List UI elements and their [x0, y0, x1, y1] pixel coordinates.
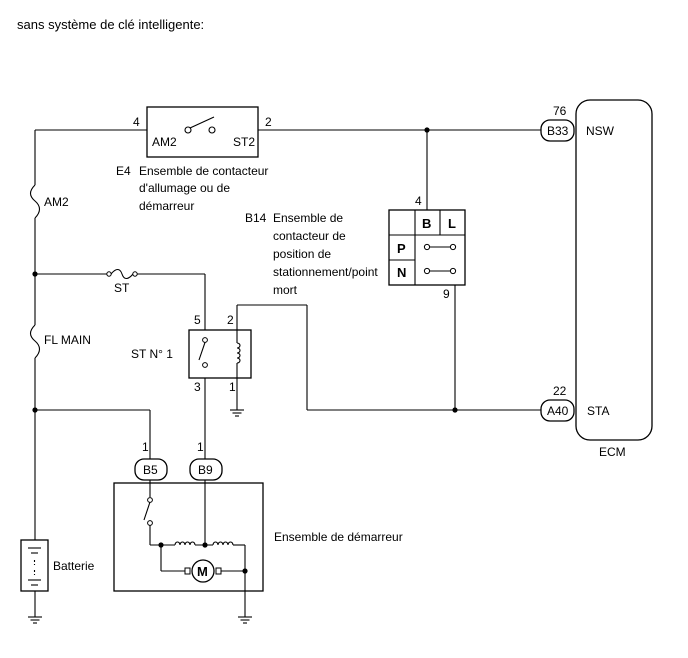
battery-label: Batterie: [53, 559, 95, 573]
park-neutral-switch: [388, 209, 466, 286]
motor-icon: [184, 559, 222, 583]
ground-icon: [28, 591, 42, 624]
ignition-terminal-st2: ST2: [233, 135, 255, 149]
relay-pin-3: 3: [194, 380, 201, 394]
pn-name-line: mort: [273, 283, 298, 297]
starter-pin-left: 1: [142, 440, 149, 454]
pn-code: B14: [245, 211, 267, 225]
b5-feed-wire: [35, 409, 151, 459]
junction-dot: [202, 542, 208, 548]
st-fuse-branch: [35, 273, 206, 330]
battery-icon: [20, 539, 49, 592]
junction-dot: [158, 542, 164, 548]
connector-b9: [189, 458, 223, 481]
st-fuse-icon: [106, 268, 138, 280]
ecm-pin-76: 76: [553, 104, 567, 118]
connector-b9-label: B9: [198, 463, 213, 477]
ignition-terminal-am2: AM2: [152, 135, 177, 149]
pn-pin-top: 4: [415, 194, 422, 208]
ignition-code: E4: [116, 164, 131, 178]
pn-name-line: stationnement/point: [273, 265, 378, 279]
ignition-name-line: d'allumage ou de: [139, 181, 230, 195]
junction-dot: [452, 407, 458, 413]
junction-dot: [242, 568, 248, 574]
ignition-name-line: Ensemble de contacteur: [139, 164, 268, 178]
st-fuse-label: ST: [114, 281, 130, 295]
pn-name-line: position de: [273, 247, 331, 261]
ecm-label: ECM: [599, 445, 626, 459]
relay-pin-5: 5: [194, 313, 201, 327]
starter-pin-right: 1: [197, 440, 204, 454]
st-relay: [188, 329, 252, 379]
ecm-terminal-nsw: NSW: [586, 124, 615, 138]
pn-to-sta-wire: [236, 285, 541, 411]
connector-a40-label: A40: [547, 404, 569, 418]
connector-b5: [134, 458, 168, 481]
ground-icon: [238, 591, 252, 624]
relay-pin-2: 2: [227, 313, 234, 327]
fl-main-fuse-label: FL MAIN: [44, 333, 91, 347]
am2-fuse-icon: [29, 184, 41, 219]
relay-pin-1: 1: [229, 380, 236, 394]
starter-label: Ensemble de démarreur: [274, 530, 403, 544]
ignition-switch: [146, 106, 259, 158]
ignition-pin-right: 2: [265, 115, 272, 129]
pn-col-header-b: B: [422, 216, 431, 231]
ground-icon: [230, 378, 244, 417]
fl-main-fuse-icon: [29, 324, 41, 359]
pn-row-label-n: N: [397, 265, 406, 280]
ignition-pin-left: 4: [133, 115, 140, 129]
ecm-box: [575, 99, 653, 441]
pn-row-label-p: P: [397, 241, 406, 256]
connector-b33-label: B33: [547, 124, 569, 138]
connector-b33: [540, 119, 575, 142]
pn-name-line: contacteur de: [273, 229, 346, 243]
main-power-wire: [34, 129, 147, 540]
ignition-name-line: démarreur: [139, 199, 194, 213]
ecm-pin-22: 22: [553, 384, 567, 398]
motor-label: M: [197, 564, 208, 579]
connector-b5-label: B5: [143, 463, 158, 477]
diagram-title: sans système de clé intelligente:: [17, 17, 204, 32]
pn-pin-bottom: 9: [443, 287, 450, 301]
relay-label: ST N° 1: [131, 347, 173, 361]
ecm-terminal-sta: STA: [587, 404, 609, 418]
junction-dot: [424, 127, 430, 133]
am2-fuse-label: AM2: [44, 195, 69, 209]
connector-a40: [540, 399, 575, 422]
pn-col-header-l: L: [448, 216, 456, 231]
pn-name-line: Ensemble de: [273, 211, 343, 225]
st2-to-nsw-wire: [258, 129, 541, 210]
